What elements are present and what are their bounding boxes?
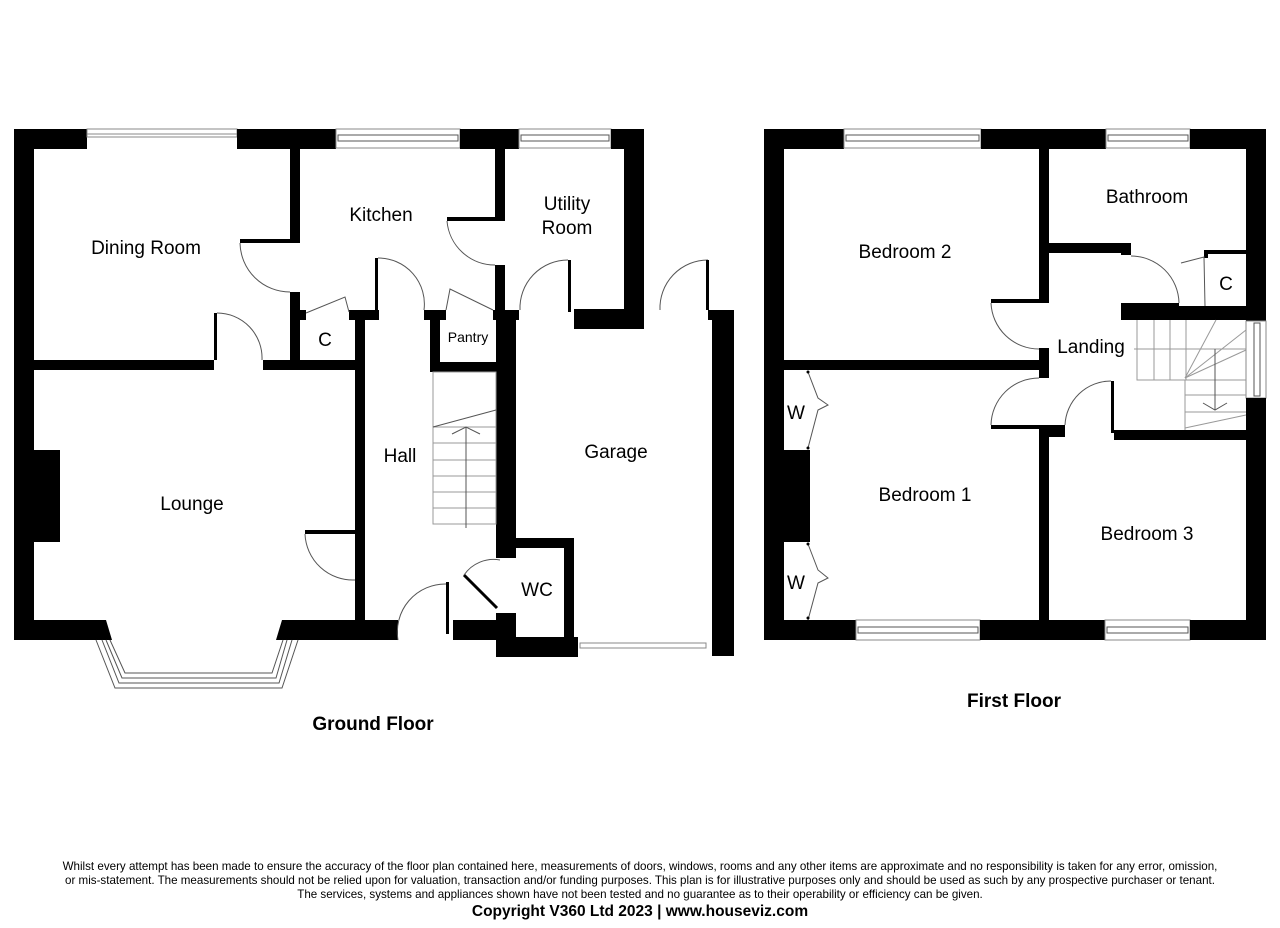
- room-label-lounge: Lounge: [160, 494, 223, 515]
- first-floor-title: First Floor: [967, 691, 1061, 712]
- room-label-garage: Garage: [584, 442, 647, 463]
- wardrobe-label-1: W: [787, 403, 805, 424]
- room-label-utility-room-line2: Room: [542, 218, 593, 239]
- disclaimer: Whilst every attempt has been made to en…: [0, 860, 1280, 902]
- room-label-wc: WC: [521, 580, 553, 601]
- ground-floor-plan: Dining Room Kitchen Utility Room C Pantr…: [14, 128, 734, 689]
- room-label-bedroom-3: Bedroom 3: [1101, 524, 1194, 545]
- ground-staircase: [432, 371, 497, 528]
- copyright-notice: Copyright V360 Ltd 2023 | www.houseviz.c…: [471, 903, 809, 920]
- kitchen-window: [335, 128, 461, 149]
- room-label-pantry: Pantry: [448, 329, 488, 345]
- ground-floor-title: Ground Floor: [312, 714, 434, 735]
- landing-window: [1245, 320, 1267, 399]
- first-floor-plan: Bedroom 2 Bathroom C Landing Bedroom 1 B…: [764, 128, 1267, 641]
- room-label-hall: Hall: [384, 446, 417, 467]
- room-label-dining-room: Dining Room: [91, 238, 201, 259]
- room-label-bedroom-1: Bedroom 1: [879, 485, 972, 506]
- patio-door-window: [86, 128, 238, 135]
- disclaimer-line-3: The services, systems and appliances sho…: [297, 888, 983, 901]
- room-label-bedroom-2: Bedroom 2: [859, 242, 952, 263]
- utility-window: [518, 128, 612, 149]
- room-label-kitchen: Kitchen: [349, 205, 412, 226]
- bedroom2-window: [843, 128, 982, 149]
- disclaimer-line-2: or mis-statement. The measurements shoul…: [65, 874, 1215, 887]
- wc-door-leaf: [462, 573, 499, 610]
- bedroom3-window: [1104, 619, 1191, 641]
- room-label-cupboard: C: [318, 330, 332, 351]
- room-label-bathroom: Bathroom: [1106, 187, 1188, 208]
- room-label-utility-room-line1: Utility: [544, 194, 591, 215]
- room-label-landing: Landing: [1057, 337, 1125, 358]
- disclaimer-line-1: Whilst every attempt has been made to en…: [62, 860, 1218, 873]
- bedroom1-window: [855, 619, 981, 641]
- first-staircase: [1134, 319, 1247, 430]
- garage-door: [579, 642, 707, 649]
- bathroom-window: [1105, 128, 1191, 149]
- room-label-cupboard-first: C: [1219, 274, 1233, 295]
- wardrobe-label-2: W: [787, 573, 805, 594]
